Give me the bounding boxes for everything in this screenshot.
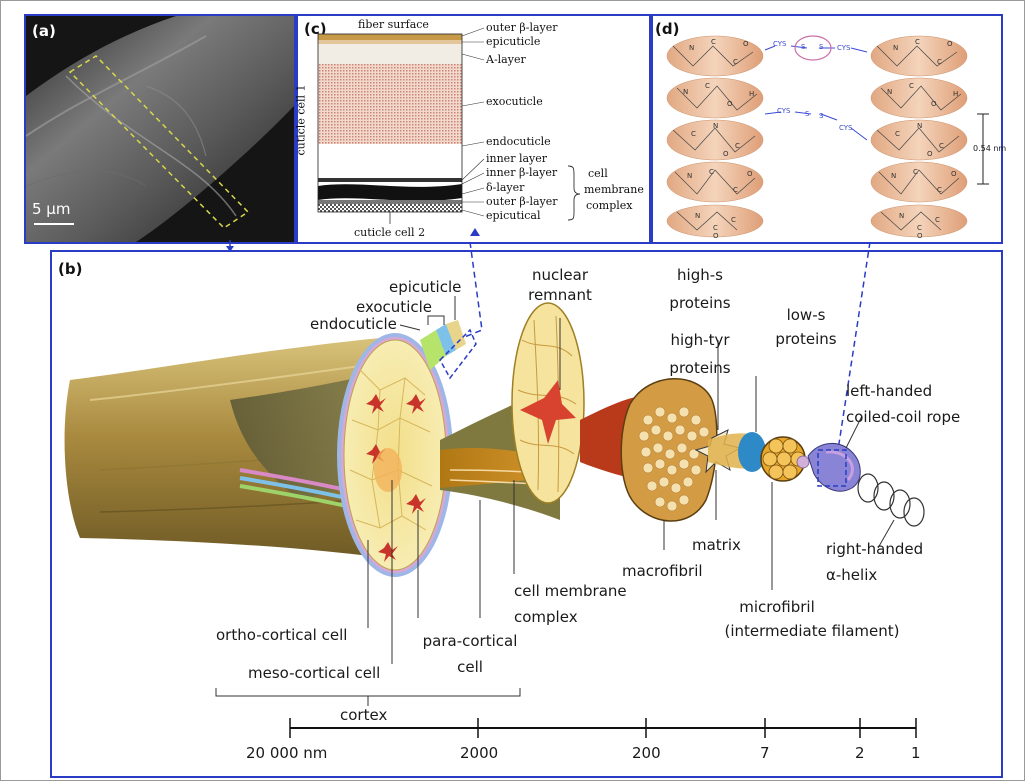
label-low-s-1: low-s (766, 306, 846, 325)
label-nuclear-remnant-2: remnant (520, 286, 600, 305)
label-high-tyr-2: proteins (660, 359, 740, 378)
label-cell-membrane-complex-1: cell membrane (514, 582, 627, 601)
label-matrix: matrix (692, 536, 741, 555)
label-microfibril-2: (intermediate filament) (692, 622, 932, 641)
label-para-cortical-2: cell (410, 658, 530, 677)
label-low-s-2: proteins (766, 330, 846, 349)
scale-tick-7: 7 (760, 744, 770, 763)
scale-tick-1: 1 (911, 744, 921, 763)
label-nuclear-remnant-1: nuclear (520, 266, 600, 285)
label-high-s-2: proteins (660, 294, 740, 313)
scale-tick-2: 2 (855, 744, 865, 763)
label-high-s-1: high-s (660, 266, 740, 285)
scale-tick-2000: 2000 (460, 744, 498, 763)
scale-tick-20000: 20 000 nm (246, 744, 327, 763)
label-microfibril-1: microfibril (712, 598, 842, 617)
label-cortex: cortex (340, 706, 387, 725)
label-left-handed-1: left-handed (846, 382, 932, 401)
label-endocuticle: endocuticle (310, 315, 397, 334)
label-right-handed-1: right-handed (826, 540, 923, 559)
label-left-handed-2: coiled-coil rope (846, 408, 960, 427)
label-high-tyr-1: high-tyr (660, 331, 740, 350)
label-cell-membrane-complex-2: complex (514, 608, 578, 627)
label-macrofibril: macrofibril (622, 562, 703, 581)
label-meso-cortical: meso-cortical cell (248, 664, 380, 683)
label-ortho-cortical: ortho-cortical cell (216, 626, 347, 645)
scale-tick-200: 200 (632, 744, 661, 763)
label-para-cortical-1: para-cortical (410, 632, 530, 651)
label-epicuticle: epicuticle (389, 278, 461, 297)
label-right-handed-2: α-helix (826, 566, 877, 585)
